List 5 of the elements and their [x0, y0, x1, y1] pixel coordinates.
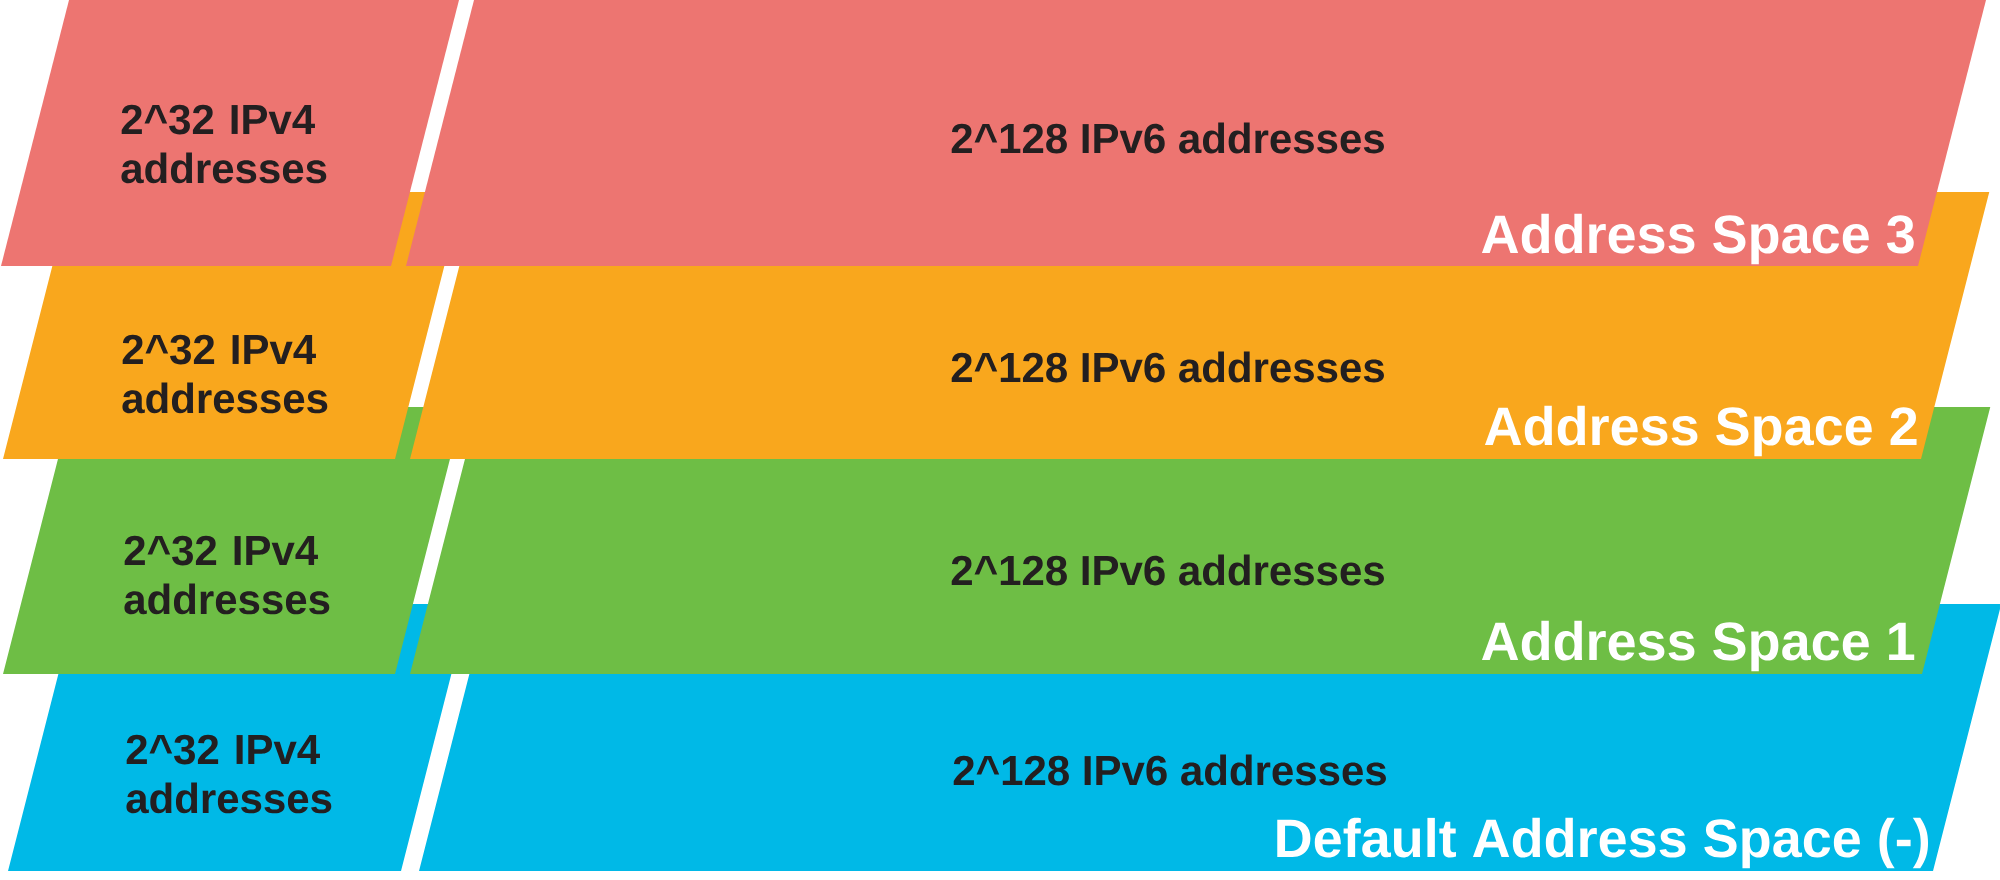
address-block: 2^32 IPv4 addresses — [3, 192, 445, 459]
node-label: 2^128 IPv6 addresses — [951, 122, 1384, 154]
address-block: 2^32 IPv4 addresses — [1, 0, 459, 266]
node-label: 2^32 IPv4 addresses — [121, 104, 327, 184]
node-label: Address Space 3 — [1481, 213, 1914, 265]
